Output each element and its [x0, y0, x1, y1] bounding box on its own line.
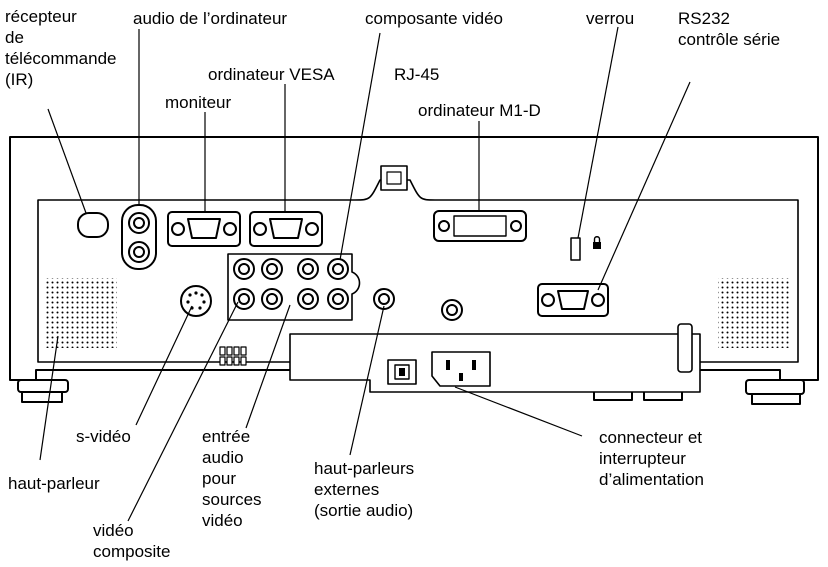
label-vesa-computer: ordinateur VESA: [208, 65, 335, 84]
s-video-port: [180, 285, 212, 317]
label-s-video: s-vidéo: [76, 427, 131, 446]
power-module: [289, 333, 701, 393]
label-ir-receiver: récepteur de télécommande (IR): [5, 7, 117, 89]
security-lock-slot: [570, 237, 581, 261]
foot-left: [17, 379, 69, 393]
foot-right-base: [751, 393, 801, 405]
vent-slots: [219, 346, 247, 366]
power-switch: [387, 359, 417, 385]
label-power: connecteur et interrupteur d’alimentatio…: [599, 428, 704, 489]
label-rj45: RJ-45: [394, 65, 440, 84]
label-monitor: moniteur: [165, 93, 232, 112]
label-computer-audio: audio de l’ordinateur: [133, 9, 288, 28]
label-lock: verrou: [586, 9, 635, 28]
leader-lines: [39, 26, 691, 522]
label-speaker: haut-parleur: [8, 474, 100, 493]
speaker-grille-right: [718, 278, 790, 348]
label-m1d-computer: ordinateur M1-D: [418, 101, 541, 120]
foot-left-base: [21, 391, 63, 403]
component-audio-block: [227, 253, 361, 321]
tilt-latch: [677, 323, 693, 373]
label-audio-input: entrée audio pour sources vidéo: [202, 427, 262, 530]
speaker-grille-left: [45, 278, 117, 348]
lock-icon: [593, 242, 601, 249]
label-component-video: composante vidéo: [365, 9, 503, 28]
ir-receiver: [77, 212, 109, 238]
foot-right: [745, 379, 805, 395]
label-external-speakers: haut-parleurs externes (sortie audio): [314, 459, 415, 520]
label-composite-video: vidéo composite: [93, 521, 171, 561]
label-rs232: RS232 contrôle série: [678, 9, 781, 49]
